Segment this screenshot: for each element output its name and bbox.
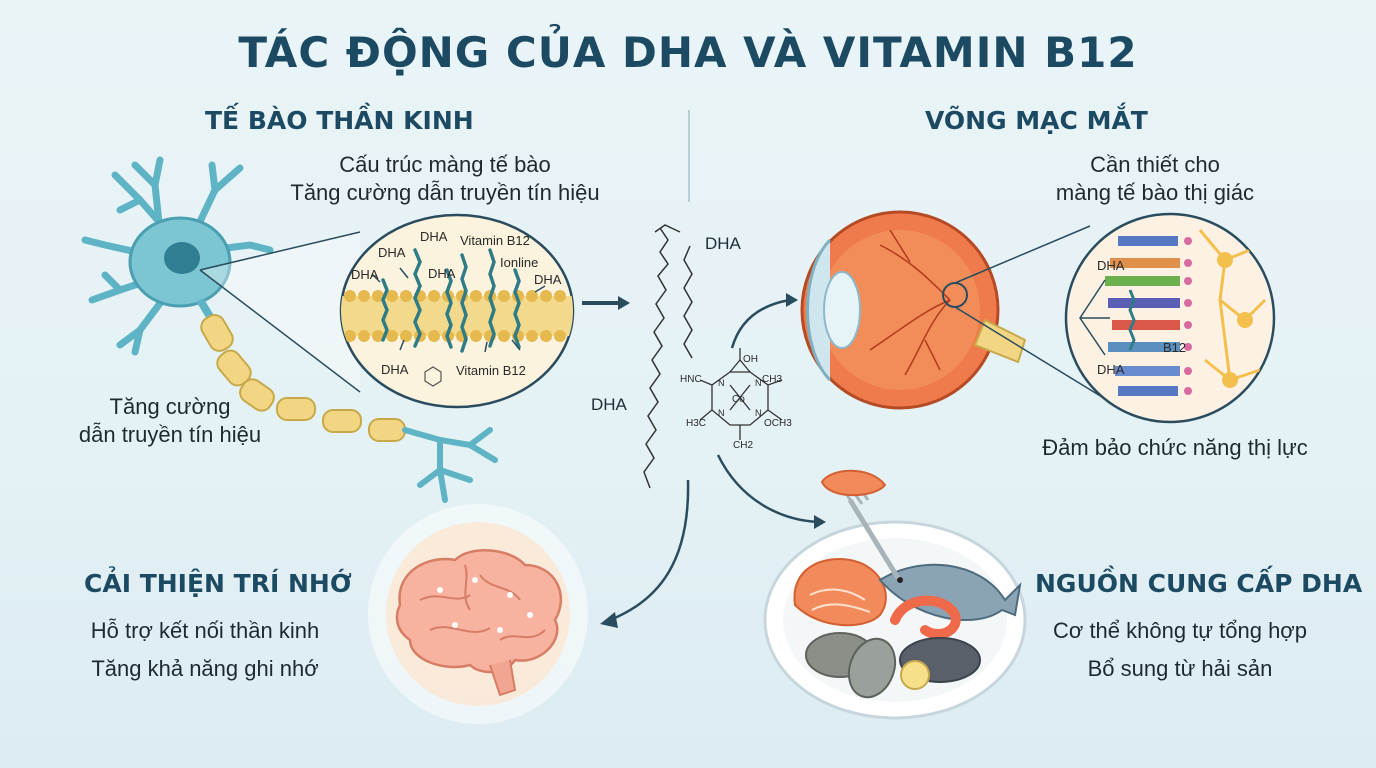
retina-heading: VÕNG MẠC MẮT <box>925 106 1148 135</box>
page-title: TÁC ĐỘNG CỦA DHA VÀ VITAMIN B12 <box>238 28 1138 77</box>
membrane-label-dha-1: DHA <box>378 245 406 260</box>
b12-atom-h3c: H3C <box>686 418 707 429</box>
membrane-label-dha-6: DHA <box>381 362 409 377</box>
b12-atom-ch3-right: CH3 <box>762 374 783 385</box>
membrane-label-dha-4: DHA <box>428 266 456 281</box>
center-divider <box>688 110 690 202</box>
b12-atom-hnc: HNC <box>680 374 702 385</box>
neuron-desc-line2: Tăng cường dẫn truyền tín hiệu <box>290 180 600 205</box>
neuron-side-line1: Tăng cường <box>109 394 231 419</box>
neuron-side-line2: dẫn truyền tín hiệu <box>78 422 262 447</box>
membrane-label-ionline: Ionline <box>500 255 539 270</box>
membrane-label-b12-bottom: Vitamin B12 <box>456 363 526 378</box>
source-heading: NGUỒN CUNG CẤP DHA <box>1035 569 1363 598</box>
membrane-label-dha-2: DHA <box>420 229 448 244</box>
retina-label-b12: B12 <box>1163 340 1187 355</box>
retina-desc-line2: màng tế bào thị giác <box>1055 180 1255 205</box>
memory-line2: Tăng khả năng ghi nhớ <box>91 656 319 681</box>
b12-atom-ch2: CH2 <box>733 440 754 451</box>
memory-line1: Hỗ trợ kết nối thần kinh <box>90 618 320 643</box>
b12-atom-co: Co <box>732 394 745 405</box>
source-line1: Cơ thể không tự tổng hợp <box>1053 618 1307 643</box>
b12-atom-n1: N <box>718 378 725 388</box>
neuron-heading: TẾ BÀO THẦN KINH <box>205 106 474 135</box>
source-line2: Bổ sung từ hải sản <box>1087 656 1273 681</box>
b12-atom-n2: N <box>755 378 762 388</box>
membrane-label-dha-5: DHA <box>534 272 562 287</box>
retina-label-dha-top: DHA <box>1097 258 1125 273</box>
center-dha-left-label: DHA <box>591 395 627 414</box>
retina-desc-line1: Cần thiết cho <box>1090 152 1220 177</box>
center-dha-top-label: DHA <box>705 234 741 253</box>
retina-bottom-text: Đảm bảo chức năng thị lực <box>1042 435 1308 460</box>
neuron-nucleus <box>164 242 200 274</box>
membrane-label-b12-top: Vitamin B12 <box>460 233 530 248</box>
b12-atom-och3: OCH3 <box>764 418 792 429</box>
b12-atom-n3: N <box>718 408 725 418</box>
membrane-label-dha-3: DHA <box>351 267 379 282</box>
retina-label-dha-bottom: DHA <box>1097 362 1125 377</box>
b12-atom-n4: N <box>755 408 762 418</box>
brain <box>395 549 563 674</box>
neuron-desc-line1: Cấu trúc màng tế bào <box>339 152 551 177</box>
b12-atom-oh: OH <box>743 354 758 365</box>
memory-heading: CẢI THIỆN TRÍ NHỚ <box>84 569 352 598</box>
